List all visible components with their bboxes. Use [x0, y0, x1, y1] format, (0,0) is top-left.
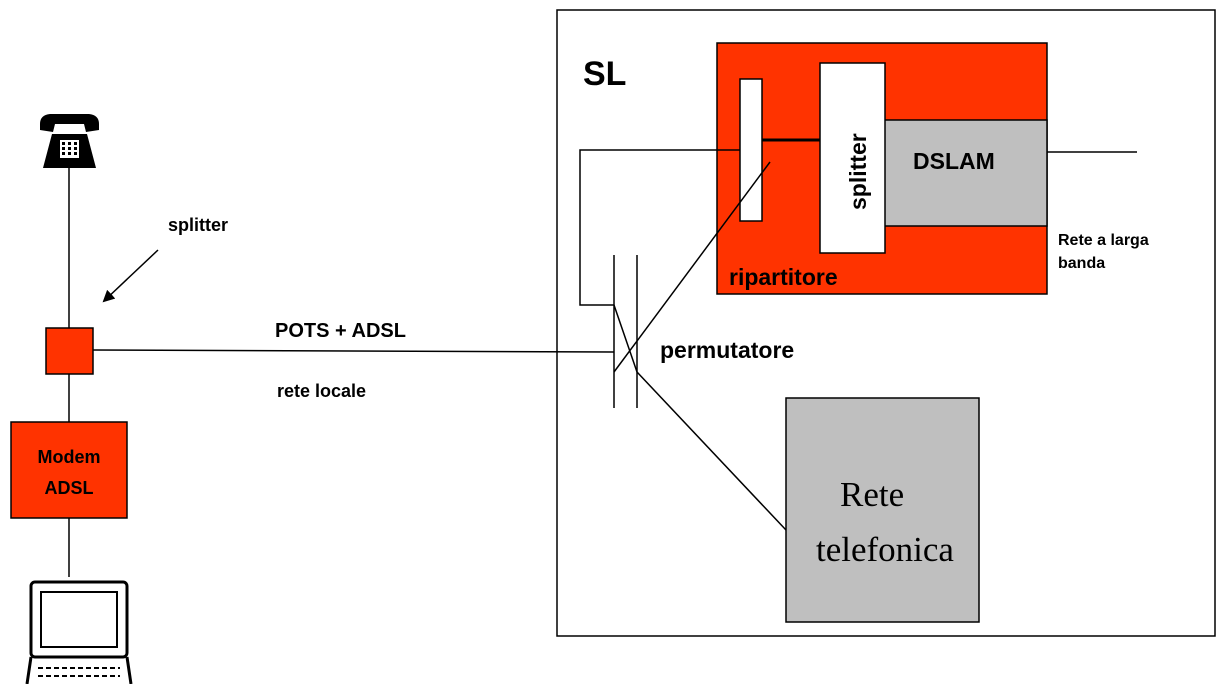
local-loop-line [92, 349, 615, 353]
rete-telefonica-line2: telefonica [816, 530, 954, 569]
rete-telefonica-line1: Rete [840, 475, 904, 514]
rete-telefonica-block [785, 397, 980, 623]
dslam-label: DSLAM [913, 148, 995, 174]
modem-label-line2: ADSL [45, 478, 94, 498]
route-to-ripartitore [579, 149, 740, 306]
central-office-label: SL [583, 55, 626, 93]
route-to-rete-telefonica [636, 371, 787, 531]
telephone-icon [40, 114, 99, 168]
rete-locale-label: rete locale [277, 381, 366, 401]
pointer-arrow-icon [102, 249, 159, 303]
cross-connect-a [613, 304, 638, 373]
rete-larga-banda-line2: banda [1058, 255, 1105, 272]
modem-label-line1: Modem [38, 447, 101, 467]
cross-connect-b [613, 161, 771, 373]
computer-terminal-icon [25, 580, 133, 684]
distribution-bar [739, 78, 763, 222]
user-splitter-label: splitter [168, 215, 228, 235]
rete-larga-banda-line1: Rete a larga [1058, 232, 1149, 249]
dslam-block [879, 119, 1048, 227]
central-splitter-block [819, 62, 886, 254]
modem-adsl-box [10, 421, 128, 519]
central-splitter-label: splitter [845, 133, 871, 210]
permutatore-label: permutatore [660, 337, 794, 363]
pots-adsl-label: POTS + ADSL [275, 320, 406, 342]
ripartitore-label: ripartitore [729, 264, 838, 290]
user-splitter-box [45, 327, 94, 375]
